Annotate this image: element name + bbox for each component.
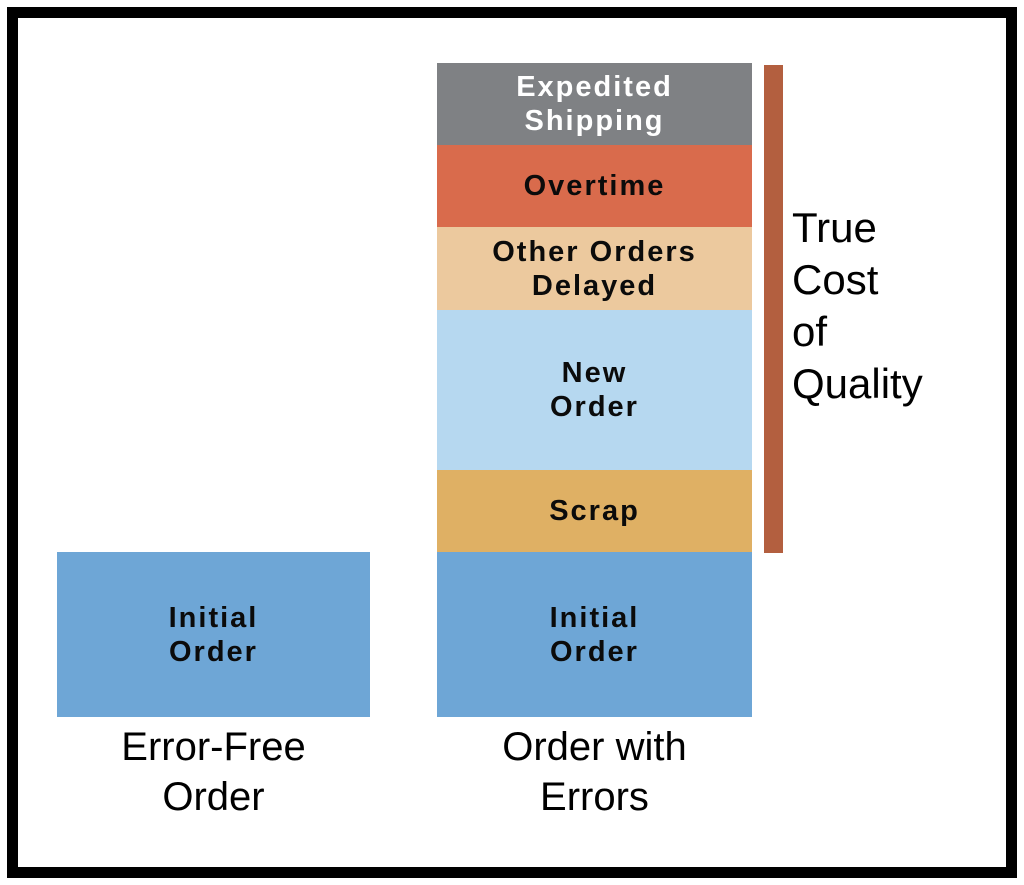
segment-label-expedited-shipping: Expedited Shipping bbox=[516, 71, 673, 137]
segment-label-scrap: Scrap bbox=[549, 495, 640, 527]
bar-order-with-errors: Expedited Shipping Overtime Other Orders… bbox=[437, 63, 752, 717]
segment-label-overtime: Overtime bbox=[523, 170, 666, 202]
segment-label-other-orders-delayed: Other Orders Delayed bbox=[492, 235, 697, 302]
true-cost-bracket-bar bbox=[764, 65, 783, 553]
segment-expedited-shipping: Expedited Shipping bbox=[437, 63, 752, 145]
segment-scrap: Scrap bbox=[437, 470, 752, 552]
figure-border bbox=[7, 7, 1017, 878]
category-label-error-free-order: Error-Free Order bbox=[121, 725, 306, 819]
segment-new-order: New Order bbox=[437, 310, 752, 470]
segment-other-orders-delayed: Other Orders Delayed bbox=[437, 227, 752, 310]
segment-label-initial-order: Initial Order bbox=[549, 601, 640, 668]
true-cost-of-quality-label: True Cost of Quality bbox=[792, 204, 923, 407]
segment-label-new-order: New Order bbox=[550, 357, 639, 423]
segment-label-initial-order: Initial Order bbox=[168, 601, 259, 668]
segment-initial-order: Initial Order bbox=[57, 552, 370, 717]
segment-overtime: Overtime bbox=[437, 145, 752, 227]
segment-initial-order: Initial Order bbox=[437, 552, 752, 717]
category-label-order-with-errors: Order with Errors bbox=[502, 725, 687, 819]
bar-error-free-order: Initial Order bbox=[57, 552, 370, 717]
